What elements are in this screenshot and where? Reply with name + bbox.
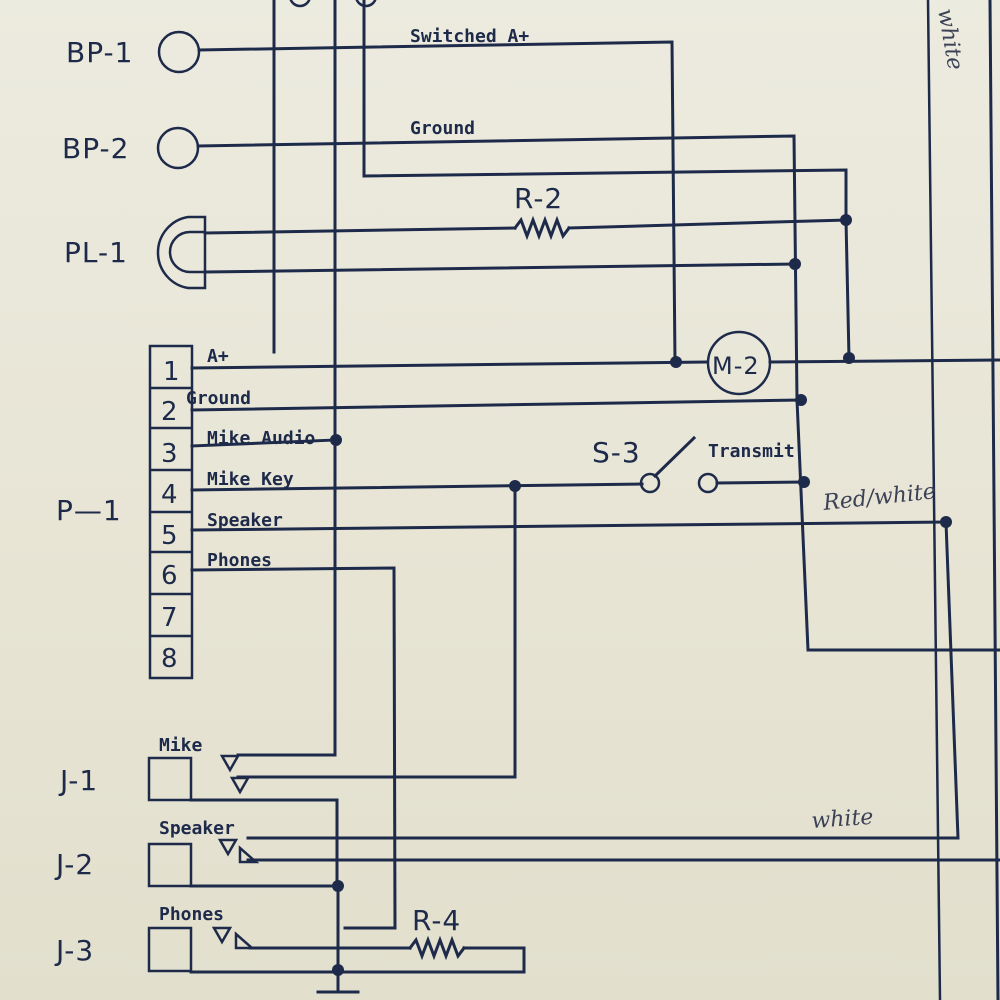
pin3-name: Mike Audio xyxy=(207,428,315,449)
p1-label: P—1 xyxy=(56,494,122,527)
m2-label: M-2 xyxy=(712,352,760,380)
pin4-name: Mike Key xyxy=(207,469,294,490)
wire-r2-right xyxy=(567,218,848,230)
s3-label: S-3 xyxy=(592,436,641,469)
pin6-name: Phones xyxy=(207,550,272,571)
pin-7: 7 xyxy=(161,603,178,633)
switch-s3-contact xyxy=(697,472,719,494)
switch-s3-contact xyxy=(639,472,661,494)
wire-pl1-top xyxy=(203,226,517,235)
jack-j2 xyxy=(147,842,193,888)
transmit-label: Transmit xyxy=(708,441,795,462)
wire-pin4-mike-key xyxy=(190,482,644,492)
bp1-label: BP-1 xyxy=(66,36,133,69)
j3-label: J-3 xyxy=(54,934,94,967)
p1-dividers xyxy=(150,386,192,638)
wire-pin6-phones xyxy=(190,566,397,930)
wire-r4-return xyxy=(189,946,526,974)
wire-transmit xyxy=(715,480,806,485)
pin-1: 1 xyxy=(163,357,180,387)
wire-mike-key-to-j1 xyxy=(236,484,517,779)
binding-post-bp1 xyxy=(157,30,201,74)
pin-6: 6 xyxy=(161,561,178,591)
meter-m2 xyxy=(706,330,772,396)
pin1-name: A+ xyxy=(207,346,229,367)
r4-label: R-4 xyxy=(412,904,461,937)
ground-label: Ground xyxy=(410,118,475,139)
pin5-name: Speaker xyxy=(207,510,283,531)
jack-j3 xyxy=(147,926,193,973)
note-red-white: Red/white xyxy=(821,479,937,516)
pin-8: 8 xyxy=(161,644,178,674)
pin-5: 5 xyxy=(161,521,178,551)
wire-pin5-speaker xyxy=(190,520,948,532)
wire-switched-a xyxy=(197,40,677,364)
pin-4: 4 xyxy=(161,480,178,510)
wire-a-plus-right xyxy=(768,358,1000,364)
pl1-label: PL-1 xyxy=(64,236,128,269)
wire-pin3-mike-audio xyxy=(190,438,337,448)
resistor-r4 xyxy=(407,935,467,961)
wire-r2-bus xyxy=(362,168,851,360)
pin-3: 3 xyxy=(161,439,178,469)
wire-mike-audio-to-j1 xyxy=(236,438,337,757)
wire-speaker-to-j2 xyxy=(246,520,960,840)
j1-name: Mike xyxy=(159,735,203,756)
pilot-lamp-pl1 xyxy=(156,215,207,290)
note-white: white xyxy=(811,805,874,834)
note-white-vertical: white xyxy=(932,7,967,72)
jack-j1 xyxy=(147,756,193,802)
wire-pin1-a-plus xyxy=(190,360,708,370)
resistor-r2 xyxy=(512,215,572,241)
j3-name: Phones xyxy=(159,904,224,925)
binding-post-bp2 xyxy=(156,126,200,170)
border-line xyxy=(926,0,942,1000)
j1-label: J-1 xyxy=(58,764,98,797)
wire-j2-sleeve xyxy=(189,884,340,974)
bp2-label: BP-2 xyxy=(62,132,129,165)
wire-pin2-ground xyxy=(190,398,802,412)
pin-2: 2 xyxy=(161,397,178,427)
border-line xyxy=(988,0,1000,1000)
pin2-name: Ground xyxy=(186,388,251,409)
switched-a-label: Switched A+ xyxy=(410,26,529,47)
wire-pl1-bottom xyxy=(203,262,797,274)
switch-s3-blade xyxy=(652,435,697,479)
r2-label: R-2 xyxy=(514,182,563,215)
j2-name: Speaker xyxy=(159,818,235,839)
wire-j1-sleeve xyxy=(189,798,339,888)
j2-label: J-2 xyxy=(54,848,94,881)
wire-ground xyxy=(196,134,1000,652)
